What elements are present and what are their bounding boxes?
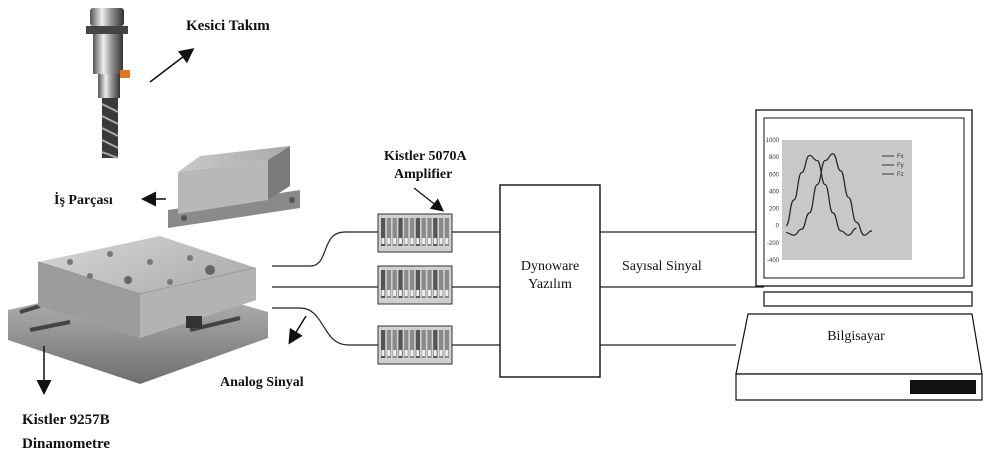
chart-plot-area bbox=[782, 140, 912, 260]
chart-y-tick: 800 bbox=[769, 155, 780, 161]
amplifier-unit-2 bbox=[378, 266, 452, 304]
computer-label: Bilgisayar bbox=[827, 329, 885, 344]
workpiece-image bbox=[168, 146, 300, 228]
chart-y-tick: -400 bbox=[767, 258, 780, 264]
laptop-keyboard-deck bbox=[736, 314, 982, 374]
software-label-line2: Yazılım bbox=[528, 277, 572, 292]
workpiece-label: İş Parçası bbox=[54, 191, 113, 208]
amplifier-unit-1 bbox=[378, 214, 452, 252]
amplifier-unit-3 bbox=[378, 326, 452, 364]
chart-legend-fz: Fz bbox=[897, 172, 904, 178]
cutting-tool-label: Kesici Takım bbox=[186, 18, 270, 34]
amplifier-to-software-cables bbox=[452, 232, 500, 345]
chart-legend-fy: Fy bbox=[897, 163, 904, 169]
chart-y-tick: 400 bbox=[769, 189, 780, 195]
laptop-badge bbox=[910, 380, 976, 394]
chart-y-tick: 600 bbox=[769, 172, 780, 178]
amplifier-units bbox=[378, 214, 452, 364]
dynamometer-label-line1: Kistler 9257B bbox=[22, 412, 110, 428]
cutting-tool-arrow bbox=[150, 50, 192, 82]
analog-signal-arrow bbox=[290, 316, 306, 342]
chart-y-tick: 200 bbox=[769, 207, 780, 213]
chart-y-tick: 1000 bbox=[766, 138, 780, 144]
amplifier-label-line1: Kistler 5070A bbox=[384, 149, 467, 164]
digital-cables bbox=[600, 232, 764, 345]
cutting-tool-image bbox=[86, 8, 130, 158]
digital-signal-label: Sayısal Sinyal bbox=[622, 259, 702, 274]
dynamometer-label-line2: Dinamometre bbox=[22, 436, 110, 452]
laptop-hinge bbox=[764, 292, 972, 306]
chart-legend-fx: Fx bbox=[897, 154, 904, 160]
software-label-line1: Dynoware bbox=[521, 259, 579, 274]
amplifier-label-line2: Amplifier bbox=[394, 167, 452, 182]
chart-y-tick: -200 bbox=[767, 241, 780, 247]
dynamometer-image bbox=[8, 236, 268, 384]
analog-signal-label: Analog Sinyal bbox=[220, 375, 304, 390]
amplifier-arrow bbox=[414, 188, 442, 210]
analog-cables bbox=[272, 232, 378, 345]
